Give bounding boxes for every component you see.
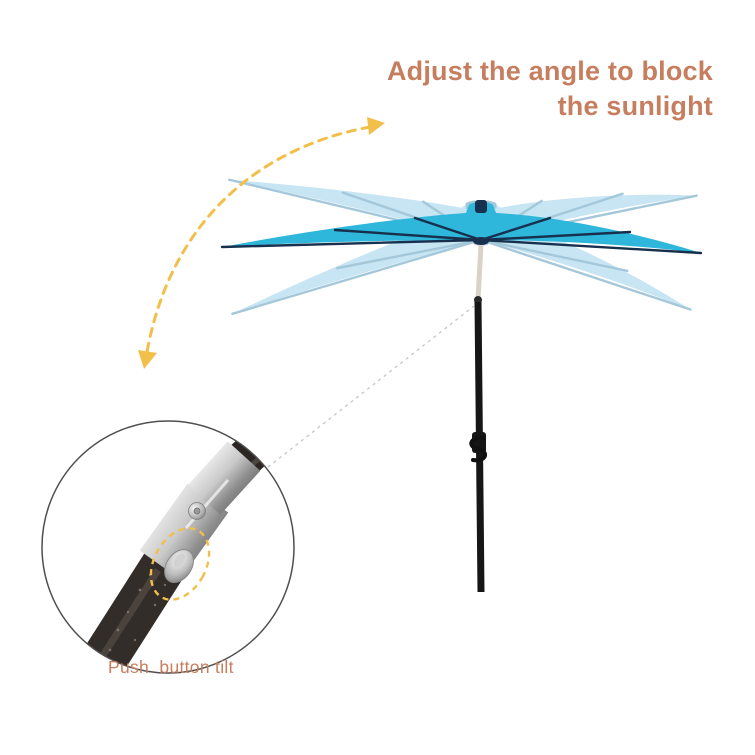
- detail-lower-pole-sheen: [97, 568, 161, 662]
- tilt-mechanism-detail: [41, 420, 295, 674]
- joint-highlight: [184, 479, 230, 529]
- push-button-highlight-icon: [149, 527, 211, 601]
- push-button-tilt-caption: Push button tilt: [108, 657, 234, 677]
- push-tilt-button: [164, 549, 194, 583]
- headline: Adjust the angle to block the sunlight: [293, 54, 713, 124]
- tilt-joint-upper-collar: [187, 441, 261, 515]
- zoom-leader-line: [267, 305, 475, 468]
- zoom-circle-outline: [41, 420, 295, 674]
- crank-handle: [469, 435, 487, 463]
- arrowhead-down-icon: [138, 350, 157, 369]
- upper-pole: [475, 244, 484, 300]
- headline-line-1: Adjust the angle to block: [386, 56, 713, 86]
- tilt-arc-arrow-icon: [138, 117, 385, 369]
- pivot-bolt-center: [193, 507, 201, 515]
- headline-line-2: the sunlight: [557, 91, 713, 122]
- umbrella-pole: [469, 244, 487, 593]
- arrowhead-up-icon: [367, 117, 385, 135]
- pole-speckles: [108, 573, 167, 652]
